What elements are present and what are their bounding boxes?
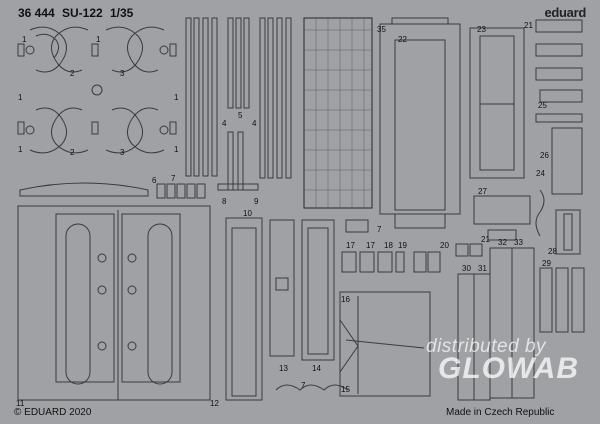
svg-text:5: 5 [238,111,243,120]
part-6-strip [19,182,149,197]
svg-text:35: 35 [377,25,386,34]
part-23-panel [469,27,525,179]
svg-text:3: 3 [120,69,125,78]
part-13-panel [269,219,295,357]
svg-text:13: 13 [279,364,288,373]
svg-text:25: 25 [538,101,547,110]
svg-text:31: 31 [478,264,487,273]
watermark-line2: GLOWAB [438,352,579,385]
svg-text:7: 7 [301,381,306,390]
curved-part-group [17,26,177,154]
part-22-panel [379,23,461,215]
svg-text:10: 10 [243,209,252,218]
svg-text:4: 4 [252,119,257,128]
part-7-curve [275,384,349,391]
svg-text:16: 16 [341,295,350,304]
svg-text:14: 14 [312,364,321,373]
svg-text:6: 6 [152,176,157,185]
svg-text:12: 12 [210,399,219,408]
part-14-panel [301,219,335,361]
svg-text:1: 1 [96,35,101,44]
svg-text:22: 22 [398,35,407,44]
part-11-12-panel [17,205,211,401]
svg-text:32: 32 [498,238,507,247]
svg-text:29: 29 [542,259,551,268]
svg-text:28: 28 [548,247,557,256]
svg-text:1: 1 [18,145,23,154]
part-27-panel [473,195,531,225]
svg-text:21: 21 [481,235,490,244]
svg-text:23: 23 [477,25,486,34]
svg-text:2: 2 [70,148,75,157]
svg-text:18: 18 [384,241,393,250]
model-name: SU-122 [62,6,103,20]
svg-text:21: 21 [524,21,533,30]
svg-text:9: 9 [254,197,259,206]
part-10-panel [225,217,263,401]
svg-text:1: 1 [174,145,179,154]
scale-label: 1/35 [110,6,134,20]
svg-text:27: 27 [478,187,487,196]
svg-text:1: 1 [174,93,179,102]
svg-text:7: 7 [377,225,382,234]
svg-text:1: 1 [22,35,27,44]
watermark-line1: distributed by [426,336,547,357]
svg-text:8: 8 [222,197,227,206]
svg-text:1: 1 [18,93,23,102]
svg-text:3: 3 [120,148,125,157]
svg-text:19: 19 [398,241,407,250]
origin-text: Made in Czech Republic [446,407,555,418]
svg-text:2: 2 [70,69,75,78]
svg-text:17: 17 [346,241,355,250]
part-15-16-panel [339,291,431,397]
svg-text:15: 15 [341,385,350,394]
svg-text:4: 4 [222,119,227,128]
svg-text:11: 11 [16,399,25,408]
svg-text:33: 33 [514,238,523,247]
svg-text:20: 20 [440,241,449,250]
set-code: 36 444 [18,6,55,20]
svg-text:26: 26 [540,151,549,160]
svg-text:24: 24 [536,169,545,178]
part-35-mesh [303,17,373,209]
svg-text:17: 17 [366,241,375,250]
part-24-chain [535,189,545,237]
copyright-text: © EDUARD 2020 [14,407,92,418]
svg-text:30: 30 [462,264,471,273]
brand-logo: eduard [544,5,586,20]
svg-text:7: 7 [171,174,176,183]
